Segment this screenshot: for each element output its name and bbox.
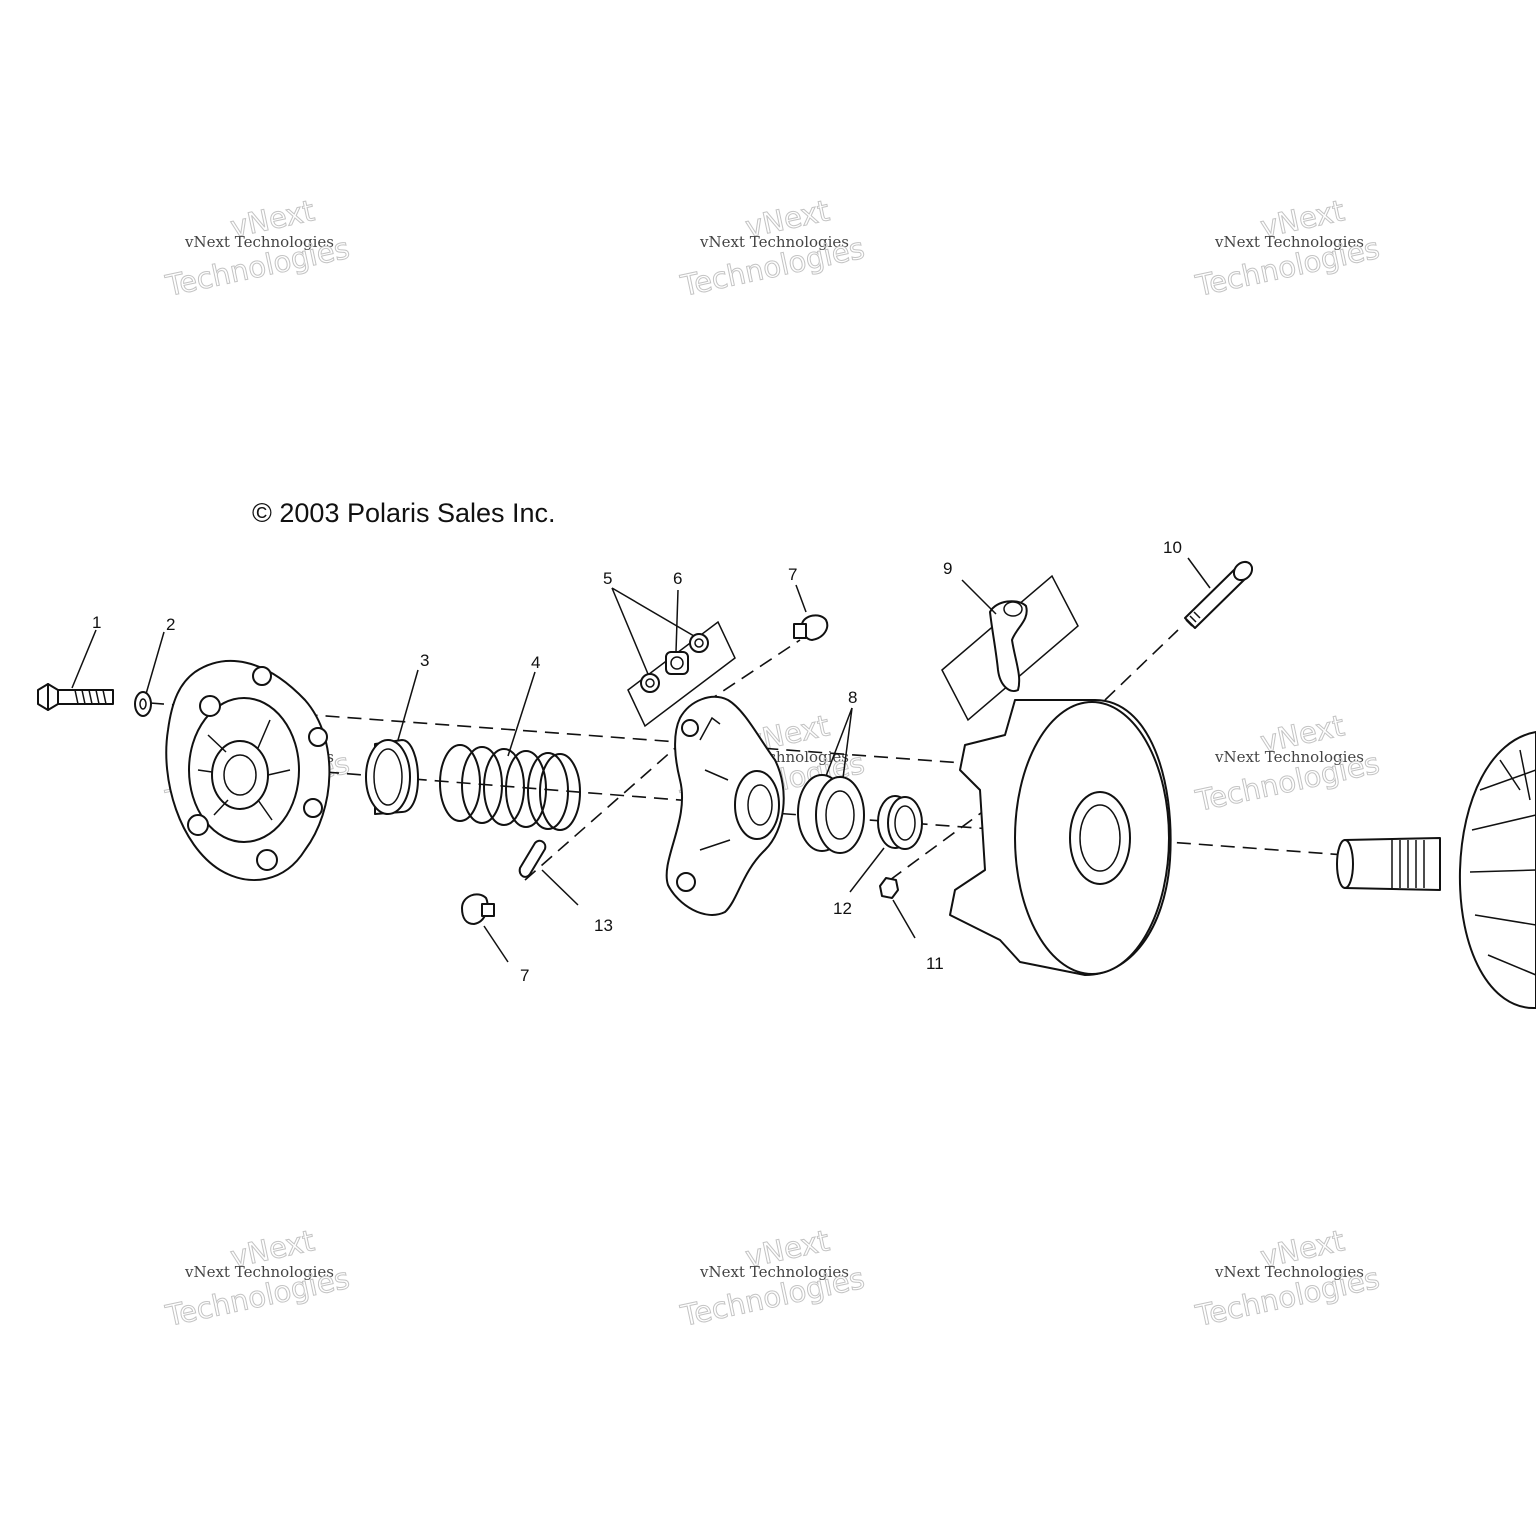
part-nut xyxy=(879,877,899,899)
callout-3: 3 xyxy=(420,651,429,670)
callout-4: 4 xyxy=(531,653,540,672)
copyright-text: © 2003 Polaris Sales Inc. xyxy=(252,498,556,528)
callout-7-bottom: 7 xyxy=(520,966,529,985)
svg-text:vNext Technologies: vNext Technologies xyxy=(184,233,334,251)
callout-5: 5 xyxy=(603,569,612,588)
part-spider-cover xyxy=(165,660,331,882)
svg-text:vNext Technologies: vNext Technologies xyxy=(699,1263,849,1281)
part-moveable-sheave xyxy=(949,699,1172,976)
part-pin-cap-top xyxy=(793,614,829,641)
callout-labels: 1 2 3 4 5 6 7 8 9 10 11 12 13 7 xyxy=(92,538,1182,985)
part-spacer xyxy=(877,795,923,850)
callout-6: 6 xyxy=(673,569,682,588)
part-washer xyxy=(134,691,152,717)
part-fixed-sheave xyxy=(1336,731,1536,1010)
part-roller-pin xyxy=(518,839,547,878)
part-roller-kit xyxy=(627,620,736,728)
svg-text:vNext Technologies: vNext Technologies xyxy=(1214,1263,1364,1281)
part-arm-bolt xyxy=(1184,560,1254,629)
part-bearing xyxy=(797,774,865,854)
watermark-bottom-center: vNext vNext Technologies Technologies xyxy=(677,1223,868,1334)
callout-2: 2 xyxy=(166,615,175,634)
part-spring xyxy=(439,744,581,831)
part-bolt xyxy=(37,683,114,711)
svg-text:vNext Technologies: vNext Technologies xyxy=(699,233,849,251)
watermark-top-left: vNext vNext Technologies Technologies xyxy=(162,193,353,304)
callout-13: 13 xyxy=(594,916,613,935)
callout-1: 1 xyxy=(92,613,101,632)
watermark-top-right: vNext vNext Technologies Technologies xyxy=(1192,193,1383,304)
callout-7-top: 7 xyxy=(788,565,797,584)
callout-9: 9 xyxy=(943,559,952,578)
part-pin-cap-bottom xyxy=(461,893,495,925)
part-bushing xyxy=(365,739,419,815)
callout-11: 11 xyxy=(926,954,944,973)
watermark-top-center: vNext vNext Technologies Technologies xyxy=(677,193,868,304)
svg-text:vNext Technologies: vNext Technologies xyxy=(184,1263,334,1281)
svg-text:vNext Technologies: vNext Technologies xyxy=(1214,748,1364,766)
callout-10: 10 xyxy=(1163,538,1182,557)
part-weight-arm xyxy=(941,574,1079,722)
watermark-middle-right: vNext vNext Technologies Technologies xyxy=(1192,708,1383,819)
svg-text:vNext Technologies: vNext Technologies xyxy=(1214,233,1364,251)
watermark-bottom-left: vNext vNext Technologies Technologies xyxy=(162,1223,353,1334)
watermark-bottom-right: vNext vNext Technologies Technologies xyxy=(1192,1223,1383,1334)
part-spider xyxy=(665,695,785,916)
callout-12: 12 xyxy=(833,899,852,918)
callout-leaders xyxy=(71,557,1211,963)
callout-8: 8 xyxy=(848,688,857,707)
